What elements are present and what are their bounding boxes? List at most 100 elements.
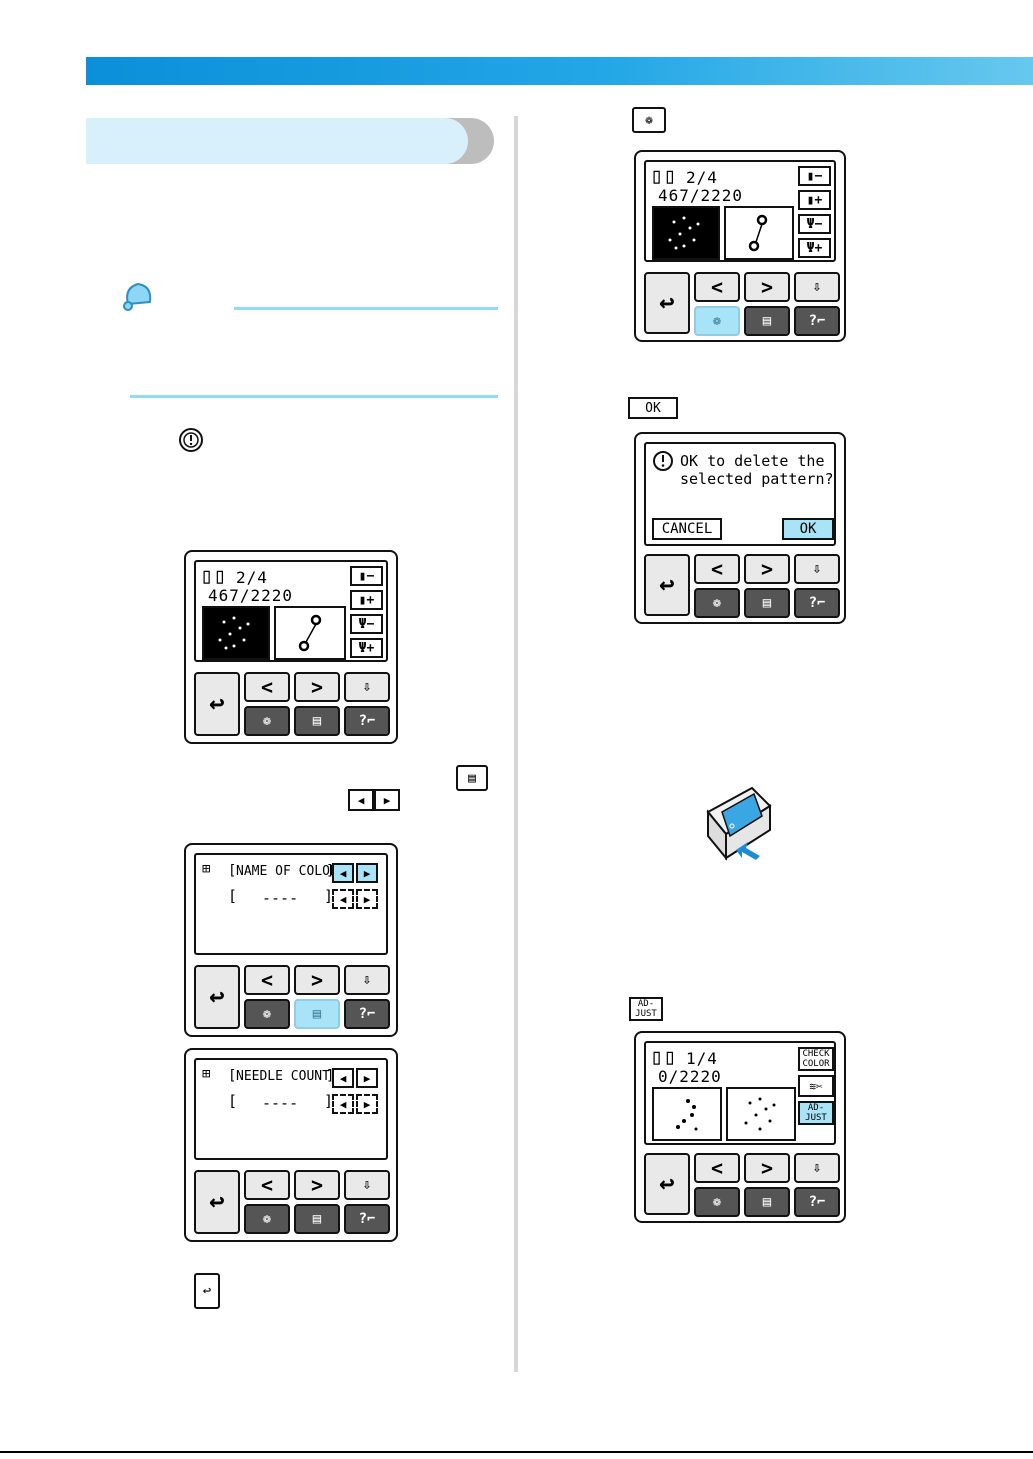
help-button[interactable]: ?⌐ xyxy=(794,588,840,618)
stitch-counter: 467/2220 xyxy=(208,586,294,605)
title-next-arrow[interactable]: ▶ xyxy=(356,863,378,883)
chevron-right-icon: > xyxy=(310,968,324,992)
info-button[interactable]: ▤ xyxy=(294,1204,340,1234)
previous-button[interactable]: < xyxy=(694,554,740,584)
info-button[interactable]: ▤ xyxy=(294,706,340,736)
memo-rule-top xyxy=(234,307,498,310)
needle-minus-button[interactable]: Ψ− xyxy=(798,214,831,234)
help-button[interactable]: ?⌐ xyxy=(344,1204,390,1234)
title-prev-arrow[interactable]: ◀ xyxy=(332,1068,354,1088)
pattern-button[interactable]: ❁ xyxy=(694,306,740,336)
download-icon: ⇩ xyxy=(362,1177,372,1193)
back-button[interactable]: ↩ xyxy=(644,554,690,616)
lcd-main-screen-left: ▯▯ 2/4 467/2220 ▮− ▮+ Ψ− Ψ+ ↩ < > ⇩ ❁ ▤ … xyxy=(184,550,398,744)
value-prev-arrow[interactable]: ◀ xyxy=(332,1094,354,1114)
previous-button[interactable]: < xyxy=(694,1153,740,1183)
back-button[interactable]: ↩ xyxy=(644,1153,690,1215)
memo-rule-bottom xyxy=(130,395,498,398)
ok-button[interactable]: OK xyxy=(782,518,834,540)
adjust-button[interactable]: AD- JUST xyxy=(798,1101,834,1125)
help-machine-icon: ?⌐ xyxy=(358,1211,376,1227)
info-button[interactable]: ▤ xyxy=(294,999,340,1029)
value-next-arrow[interactable]: ▶ xyxy=(356,1094,378,1114)
previous-button[interactable]: < xyxy=(694,272,740,302)
previous-button[interactable]: < xyxy=(244,965,290,995)
frame-icon: ▯▯ xyxy=(200,564,227,589)
needle-plus-button[interactable]: Ψ+ xyxy=(350,638,383,658)
return-icon: ↩ xyxy=(209,689,225,719)
next-button[interactable]: > xyxy=(294,965,340,995)
thread-plus-button[interactable]: ▮+ xyxy=(798,190,831,210)
info-button[interactable]: ▤ xyxy=(744,588,790,618)
frame-icon: ▯▯ xyxy=(650,164,677,189)
embroidery-icon: ❁ xyxy=(262,1006,272,1022)
pattern-thumbnail-current xyxy=(652,1087,722,1141)
chevron-right-icon: > xyxy=(760,1156,774,1180)
back-button[interactable]: ↩ xyxy=(194,965,240,1029)
pattern-button[interactable]: ❁ xyxy=(694,588,740,618)
help-button[interactable]: ?⌐ xyxy=(344,999,390,1029)
document-icon: ▤ xyxy=(762,313,772,329)
previous-button[interactable]: < xyxy=(244,672,290,702)
chevron-left-icon: < xyxy=(710,557,724,581)
download-icon: ⇩ xyxy=(812,279,822,295)
memory-button[interactable]: ⇩ xyxy=(794,554,840,584)
embroidery-icon-inline: ❁ xyxy=(632,107,666,133)
screen-title: NAME OF COLOR xyxy=(236,864,338,879)
next-button[interactable]: > xyxy=(294,672,340,702)
header-bar xyxy=(86,57,1033,85)
download-icon: ⇩ xyxy=(362,972,372,988)
pattern-button[interactable]: ❁ xyxy=(244,706,290,736)
memory-button[interactable]: ⇩ xyxy=(344,672,390,702)
return-icon: ↩ xyxy=(659,288,675,318)
previous-button[interactable]: < xyxy=(244,1170,290,1200)
lcd-needle-count-screen: ⊞ [ NEEDLE COUNT ] ◀ ▶ [ ---- ] ◀ ▶ ↩ < … xyxy=(184,1048,398,1242)
memory-button[interactable]: ⇩ xyxy=(344,965,390,995)
info-button[interactable]: ▤ xyxy=(744,306,790,336)
help-button[interactable]: ?⌐ xyxy=(344,706,390,736)
check-color-button[interactable]: CHECK COLOR xyxy=(798,1047,834,1071)
thread-minus-button[interactable]: ▮− xyxy=(798,166,831,186)
back-button[interactable]: ↩ xyxy=(194,1170,240,1234)
next-button[interactable]: > xyxy=(294,1170,340,1200)
value-next-arrow[interactable]: ▶ xyxy=(356,889,378,909)
info-button[interactable]: ▤ xyxy=(744,1187,790,1217)
return-icon: ↩ xyxy=(209,1187,225,1217)
footer-rule xyxy=(0,1451,1033,1453)
next-button[interactable]: > xyxy=(744,1153,790,1183)
pattern-button[interactable]: ❁ xyxy=(694,1187,740,1217)
help-button[interactable]: ?⌐ xyxy=(794,1187,840,1217)
back-button[interactable]: ↩ xyxy=(644,272,690,334)
next-button[interactable]: > xyxy=(744,554,790,584)
title-next-arrow[interactable]: ▶ xyxy=(356,1068,378,1088)
embroidery-icon: ❁ xyxy=(712,595,722,611)
column-divider xyxy=(514,116,518,1372)
memory-button[interactable]: ⇩ xyxy=(794,272,840,302)
trim-button[interactable]: ≋✂ xyxy=(798,1075,834,1097)
color-counter: 2/4 xyxy=(686,168,718,187)
help-machine-icon: ?⌐ xyxy=(808,595,826,611)
return-icon: ↩ xyxy=(659,1169,675,1199)
cancel-button[interactable]: CANCEL xyxy=(652,518,722,540)
help-machine-icon: ?⌐ xyxy=(808,313,826,329)
pattern-button[interactable]: ❁ xyxy=(244,1204,290,1234)
value-prev-arrow[interactable]: ◀ xyxy=(332,889,354,909)
thread-plus-button[interactable]: ▮+ xyxy=(350,590,383,610)
needle-minus-button[interactable]: Ψ− xyxy=(350,614,383,634)
return-icon: ↩ xyxy=(209,982,225,1012)
title-prev-arrow[interactable]: ◀ xyxy=(332,863,354,883)
document-icon: ▤ xyxy=(312,713,322,729)
embroidery-icon: ❁ xyxy=(262,713,272,729)
back-button[interactable]: ↩ xyxy=(194,672,240,736)
download-icon: ⇩ xyxy=(362,679,372,695)
pattern-button[interactable]: ❁ xyxy=(244,999,290,1029)
next-button[interactable]: > xyxy=(744,272,790,302)
warning-icon xyxy=(653,451,673,471)
field-value: ---- xyxy=(262,1094,299,1112)
memory-button[interactable]: ⇩ xyxy=(344,1170,390,1200)
needle-plus-button[interactable]: Ψ+ xyxy=(798,238,831,258)
help-button[interactable]: ?⌐ xyxy=(794,306,840,336)
embroidery-icon: ❁ xyxy=(262,1211,272,1227)
thread-minus-button[interactable]: ▮− xyxy=(350,566,383,586)
memory-button[interactable]: ⇩ xyxy=(794,1153,840,1183)
